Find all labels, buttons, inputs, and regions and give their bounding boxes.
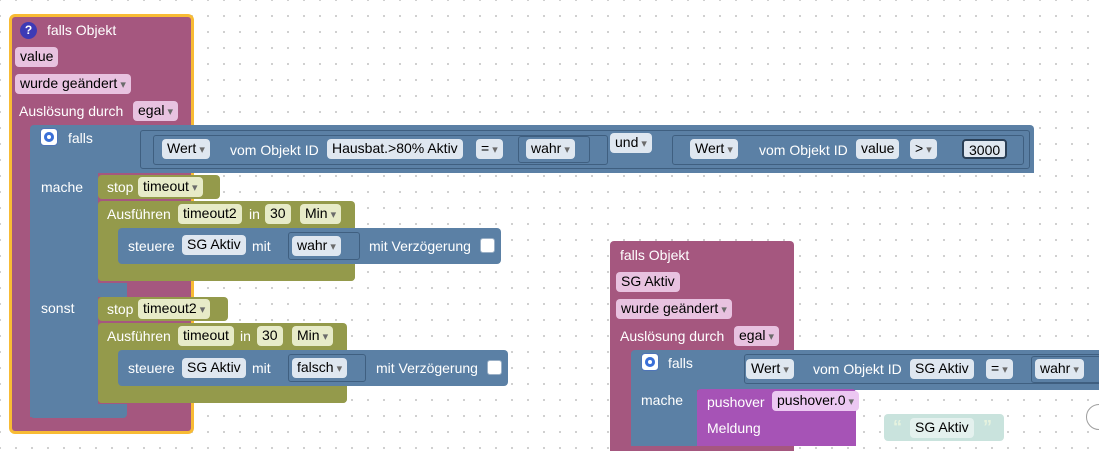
trigger-dropdown[interactable]: wurde geändert	[15, 74, 131, 94]
cond-value-slot-2	[1031, 356, 1099, 383]
cond-wert-dropdown-2[interactable]: Wert	[746, 359, 794, 379]
then-steuere-label: steuere	[128, 238, 175, 254]
mache-label-2: mache	[641, 392, 684, 408]
help-icon[interactable]: ?	[20, 22, 37, 39]
text-field[interactable]: SG Aktiv	[910, 418, 974, 438]
cond-operator-dropdown-2[interactable]: =	[986, 359, 1013, 379]
cond2-vom-objekt-label: vom Objekt ID	[759, 142, 848, 158]
ausloesung-dropdown[interactable]: egal	[133, 101, 179, 121]
else-steuere-label: steuere	[128, 360, 175, 376]
then-value-dropdown[interactable]: wahr	[292, 236, 341, 256]
cond2-wert-dropdown[interactable]: Wert	[690, 139, 738, 159]
zoom-control-icon[interactable]	[1086, 404, 1099, 430]
then-target-field[interactable]: SG Aktiv	[182, 235, 246, 255]
object-id-field[interactable]: value	[15, 47, 59, 67]
trigger-dropdown-2[interactable]: wurde geändert	[616, 299, 732, 319]
then-timer-field[interactable]: timeout2	[178, 204, 242, 224]
cond-value-dropdown-2[interactable]: wahr	[1035, 359, 1084, 379]
cond-vom-objekt-label-2: vom Objekt ID	[813, 361, 902, 377]
else-in-label: in	[240, 328, 251, 344]
meldung-label: Meldung	[707, 420, 761, 436]
if-block-mid-bar	[30, 283, 127, 297]
gear-icon-2[interactable]	[641, 353, 659, 371]
falls-label: falls	[68, 130, 93, 146]
else-ausfuehren-label: Ausführen	[107, 328, 171, 344]
else-stop-dropdown[interactable]: timeout2	[138, 299, 211, 319]
cond-object-field-2[interactable]: SG Aktiv	[910, 359, 974, 379]
ausloesung-label: Auslösung durch	[19, 103, 124, 119]
pushover-label: pushover	[707, 394, 765, 410]
else-unit-dropdown[interactable]: Min	[292, 326, 334, 346]
then-delay-label: mit Verzögerung	[369, 238, 471, 254]
and-operator-dropdown[interactable]: und	[610, 133, 652, 153]
mache-label: mache	[41, 179, 84, 195]
then-stop-label: stop	[107, 179, 134, 195]
then-in-label: in	[249, 206, 260, 222]
then-ausfuehren-footer	[98, 268, 355, 281]
cond2-operator-dropdown[interactable]: >	[910, 139, 937, 159]
then-value-slot	[288, 232, 360, 260]
else-value-dropdown[interactable]: falsch	[292, 358, 348, 378]
then-stop-dropdown[interactable]: timeout	[138, 177, 203, 197]
else-amount-field[interactable]: 30	[257, 326, 283, 346]
quote-close: ”	[983, 417, 992, 437]
if-block-spine-2	[631, 388, 697, 446]
else-timer-field[interactable]: timeout	[178, 326, 234, 346]
else-stop-label: stop	[107, 301, 134, 317]
then-mit-label: mit	[252, 238, 271, 254]
then-amount-field[interactable]: 30	[265, 204, 291, 224]
sonst-label: sonst	[41, 300, 75, 316]
cond1-value-dropdown[interactable]: wahr	[526, 139, 575, 159]
cond1-wert-dropdown[interactable]: Wert	[162, 139, 210, 159]
else-target-field[interactable]: SG Aktiv	[182, 358, 246, 378]
event-title: falls Objekt	[47, 22, 117, 38]
cond1-operator-dropdown[interactable]: =	[476, 139, 503, 159]
then-delay-checkbox[interactable]	[480, 238, 495, 253]
then-ausfuehren-label: Ausführen	[107, 206, 171, 222]
pushover-instance-dropdown[interactable]: pushover.0	[772, 391, 860, 411]
quote-open: “	[893, 417, 902, 437]
ausloesung-dropdown-2[interactable]: egal	[734, 326, 780, 346]
ausloesung-label-2: Auslösung durch	[620, 328, 725, 344]
cond2-object-field[interactable]: value	[856, 139, 900, 159]
else-ausfuehren-footer	[98, 390, 347, 403]
else-delay-checkbox[interactable]	[487, 360, 502, 375]
else-delay-label: mit Verzögerung	[376, 360, 478, 376]
cond2-number-field[interactable]: 3000	[962, 139, 1008, 159]
cond1-value-slot	[518, 136, 590, 163]
else-value-slot	[288, 354, 366, 382]
falls-label-2: falls	[668, 355, 693, 371]
else-mit-label: mit	[252, 360, 271, 376]
if-block-bottom-bar	[30, 404, 127, 418]
cond1-vom-objekt-label: vom Objekt ID	[230, 142, 319, 158]
then-unit-dropdown[interactable]: Min	[300, 204, 342, 224]
cond1-object-field[interactable]: Hausbat.>80% Aktiv	[327, 139, 463, 159]
gear-icon[interactable]	[40, 128, 58, 146]
event-title-2: falls Objekt	[620, 247, 690, 263]
object-id-field-2[interactable]: SG Aktiv	[616, 272, 680, 292]
